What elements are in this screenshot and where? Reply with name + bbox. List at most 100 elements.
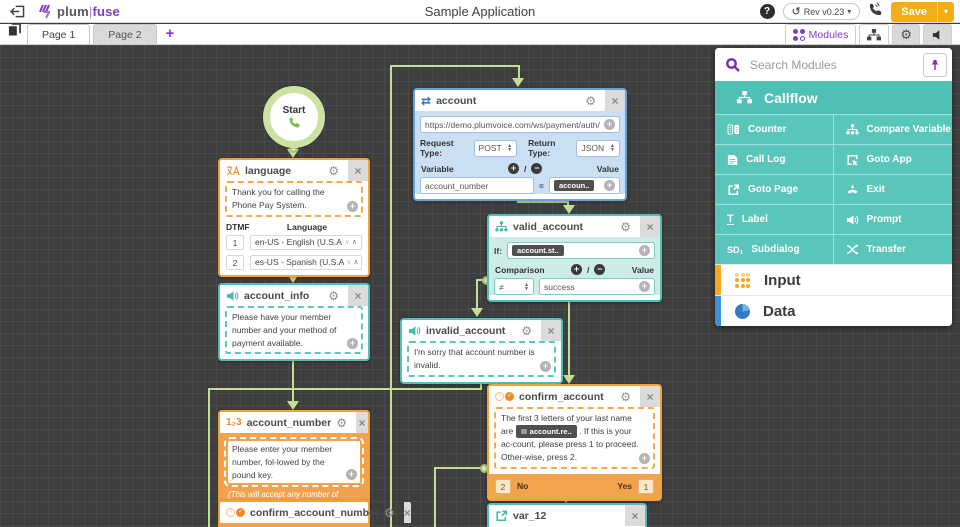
test-call-button[interactable]	[868, 2, 883, 22]
add-icon[interactable]: +	[347, 338, 358, 350]
settings-button[interactable]: ⚙	[892, 24, 920, 44]
node-header[interactable]: × ✓ confirm_account ⚙ ×	[489, 386, 660, 407]
gear-icon[interactable]: ⚙	[328, 163, 339, 178]
node-header[interactable]: valid_account ⚙ ×	[489, 216, 660, 237]
prompt-textbox[interactable]: The first 3 letters of your last name ar…	[494, 407, 655, 469]
variable-input[interactable]: account_number	[420, 177, 534, 194]
add-icon[interactable]: +	[540, 360, 551, 372]
tab-page-1[interactable]: Page 1	[27, 24, 91, 44]
callflow-view-button[interactable]	[859, 24, 890, 44]
save-button[interactable]: Save	[901, 5, 927, 18]
node-header[interactable]: language ⚙ ×	[220, 160, 368, 181]
prompt-textbox[interactable]: I'm sorry that account number is invalid…	[407, 341, 556, 377]
url-field[interactable]: https://demo.plumvoice.com/ws/payment/au…	[420, 116, 620, 133]
close-icon[interactable]: ×	[640, 386, 660, 407]
help-button[interactable]: ?	[759, 4, 775, 19]
node-account-info[interactable]: account_info ⚙ × Please have your member…	[218, 283, 370, 362]
add-icon[interactable]: +	[346, 469, 357, 481]
if-field[interactable]: account.st.. +	[507, 242, 655, 259]
close-icon[interactable]: ×	[625, 505, 645, 526]
node-var-12[interactable]: var_12 ×	[487, 503, 647, 527]
module-label[interactable]: T Label	[715, 204, 834, 234]
add-row-icon[interactable]: +	[508, 163, 519, 174]
add-icon[interactable]: +	[604, 119, 615, 130]
return-type-select[interactable]: JSON ▲▼	[576, 139, 620, 157]
close-icon[interactable]: ×	[640, 216, 660, 237]
variable-tag[interactable]: account.re..	[515, 424, 577, 438]
gear-icon[interactable]: ⚙	[585, 93, 596, 108]
yes-key-input[interactable]: 1	[638, 478, 654, 494]
tab-page-2[interactable]: Page 2	[93, 24, 157, 44]
module-compare-variable[interactable]: Compare Variable	[833, 114, 952, 144]
prompt-textbox[interactable]: Thank you for calling the Phone Pay Syst…	[225, 181, 363, 217]
close-icon[interactable]: ×	[348, 160, 368, 181]
node-header[interactable]: × ✓ confirm_account_number ⚙ ×	[220, 502, 411, 523]
gear-icon[interactable]: ⚙	[620, 389, 631, 404]
module-exit[interactable]: Exit	[833, 174, 952, 204]
gear-icon[interactable]: ⚙	[336, 415, 347, 430]
module-search-bar[interactable]: Search Modules	[715, 48, 952, 81]
node-header[interactable]: invalid_account ⚙ ×	[402, 320, 561, 341]
add-icon[interactable]: +	[347, 200, 358, 212]
value-input[interactable]: success +	[539, 278, 655, 295]
node-header[interactable]: account_info ⚙ ×	[220, 285, 368, 306]
dtmf-key-input[interactable]: 2	[226, 254, 244, 270]
node-valid-account[interactable]: valid_account ⚙ × If: account.st.. + Com…	[487, 214, 662, 302]
language-select[interactable]: en-US - English (U.S.A ∨ ∧	[250, 234, 362, 250]
module-call-log[interactable]: Call Log	[715, 144, 834, 174]
gear-icon[interactable]: ⚙	[328, 288, 339, 303]
start-node[interactable]: Start	[263, 86, 325, 148]
variable-tag[interactable]: account.st..	[512, 245, 564, 256]
value-field[interactable]: accoun.. +	[548, 177, 620, 194]
save-dropdown-button[interactable]: ▾	[936, 1, 954, 22]
revision-dropdown[interactable]: ↺ Rev v0.23 ▾	[782, 3, 861, 20]
modules-toggle-button[interactable]: Modules	[784, 24, 857, 44]
prompt-textbox[interactable]: Please enter your member number, fol-low…	[224, 436, 364, 488]
module-goto-page[interactable]: Goto Page	[715, 174, 834, 204]
close-icon[interactable]: ×	[355, 412, 368, 433]
add-icon[interactable]: +	[639, 245, 650, 256]
gear-icon[interactable]: ⚙	[383, 505, 395, 520]
chevron-down-icon[interactable]: ∨	[346, 259, 352, 266]
chevron-up-icon[interactable]: ∧	[353, 259, 359, 266]
close-icon[interactable]: ×	[541, 320, 561, 341]
node-invalid-account[interactable]: invalid_account ⚙ × I'm sorry that accou…	[400, 318, 563, 384]
flow-canvas[interactable]: Start language ⚙ × Thank you for calling…	[0, 45, 960, 527]
close-icon[interactable]: ×	[403, 502, 411, 523]
pin-button[interactable]	[923, 52, 947, 77]
prompt-textbox[interactable]: Please have your member number and your …	[225, 306, 363, 355]
category-input[interactable]: Input	[715, 264, 952, 295]
exit-app-icon[interactable]	[10, 5, 25, 18]
module-transfer[interactable]: Transfer	[833, 234, 952, 264]
category-callflow[interactable]: Callflow	[715, 81, 952, 114]
node-confirm-account-number[interactable]: × ✓ confirm_account_number ⚙ ×	[218, 500, 411, 527]
node-header[interactable]: ⇄ account ⚙ ×	[415, 90, 625, 111]
chevron-down-icon[interactable]: ∨	[344, 239, 350, 246]
node-confirm-account[interactable]: × ✓ confirm_account ⚙ × The first 3 lett…	[487, 384, 662, 501]
module-prompt[interactable]: Prompt	[833, 204, 952, 234]
add-icon[interactable]: +	[639, 281, 650, 292]
gear-icon[interactable]: ⚙	[620, 219, 631, 234]
chevron-up-icon[interactable]: ∧	[351, 239, 357, 246]
module-subdialog[interactable]: SD₁ Subdialog	[715, 234, 834, 264]
request-type-select[interactable]: POST ▲▼	[473, 139, 518, 157]
dtmf-key-input[interactable]: 1	[226, 234, 244, 250]
close-icon[interactable]: ×	[605, 90, 625, 111]
node-header[interactable]: 1₂3 account_number ⚙ ×	[220, 412, 368, 433]
add-icon[interactable]: +	[604, 180, 615, 191]
add-page-button[interactable]: +	[165, 25, 175, 42]
add-row-icon[interactable]: +	[571, 264, 582, 275]
search-input[interactable]: Search Modules	[750, 57, 837, 72]
close-icon[interactable]: ×	[348, 285, 368, 306]
no-key-input[interactable]: 2	[495, 478, 511, 494]
node-account[interactable]: ⇄ account ⚙ × https://demo.plumvoice.com…	[413, 88, 627, 201]
comparison-select[interactable]: ≠ ▲▼	[494, 278, 534, 295]
module-counter[interactable]: Counter	[715, 114, 834, 144]
audio-button[interactable]	[923, 24, 952, 44]
module-goto-app[interactable]: Goto App	[833, 144, 952, 174]
variable-tag[interactable]: accoun..	[553, 180, 595, 191]
category-data[interactable]: Data	[715, 295, 952, 326]
language-select[interactable]: es-US - Spanish (U.S.A ∨ ∧	[250, 254, 362, 270]
node-language[interactable]: language ⚙ × Thank you for calling the P…	[218, 158, 370, 277]
node-header[interactable]: var_12 ×	[489, 505, 645, 526]
